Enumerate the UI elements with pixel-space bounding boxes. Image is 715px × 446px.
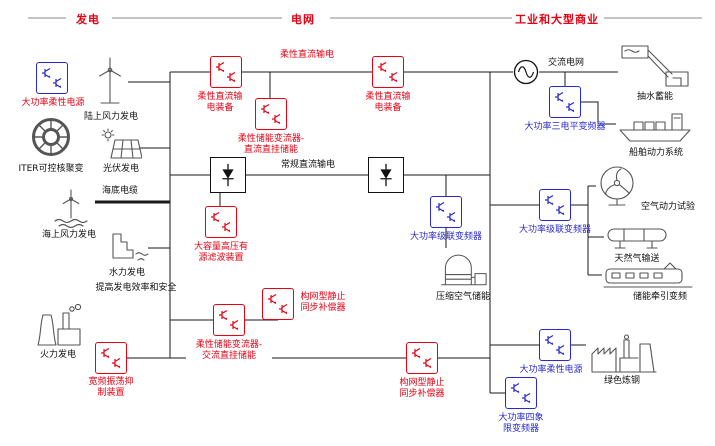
gas-pipeline-icon — [607, 228, 667, 249]
igbt-module-icon — [377, 61, 399, 83]
label-flexible-power-gen: 大功率柔性电源 — [21, 98, 85, 108]
label-cascade-converter-industry: 大功率级联变频器 — [518, 225, 591, 235]
train-icon — [603, 262, 693, 288]
igbt-module-icon — [554, 91, 576, 113]
igbt-module-icon — [435, 201, 457, 223]
label-onshore-wind: 陆上风力发电 — [83, 112, 138, 122]
offshore-wind-icon — [54, 189, 88, 228]
label-offshore-wind: 海上风力发电 — [41, 230, 96, 240]
steel-plant-icon — [591, 334, 657, 373]
igbt-module-icon — [218, 309, 240, 331]
pumped-storage-icon — [621, 45, 689, 87]
label-flexible-dc-line: 柔性直流输电 — [279, 50, 334, 60]
wind-turbine-icon — [99, 57, 121, 104]
compressed-air-icon — [441, 254, 487, 286]
flexible-power-module-industry — [539, 329, 571, 361]
label-thermal: 火力发电 — [39, 350, 76, 360]
ship-icon — [619, 113, 691, 142]
label-four-quadrant: 大功率四象 限变频器 — [498, 413, 544, 434]
label-oscillation-suppressor: 宽频振荡抑 制装置 — [88, 377, 134, 398]
igbt-module-icon — [544, 194, 566, 216]
thyristor-valve-left — [210, 157, 246, 193]
oscillation-suppressor-module — [95, 342, 127, 374]
thyristor-valve-icon — [221, 163, 235, 187]
igbt-module-icon — [210, 211, 232, 233]
section-label-industry: 工业和大型商业 — [515, 13, 599, 26]
igbt-module-icon — [215, 61, 237, 83]
label-aero-test: 空气动力试验 — [640, 202, 695, 212]
label-storage-converter-dc: 柔性储能变流器- 直流直挂储能 — [237, 134, 305, 155]
label-solar: 光伏发电 — [102, 164, 139, 174]
cascade-converter-module-grid — [430, 196, 462, 228]
label-flexible-dc-equipment-right: 柔性直流输 电装备 — [365, 92, 411, 113]
label-storage-converter-ac: 柔性储能变流器- 交流直挂储能 — [186, 340, 272, 362]
flexible-dc-module-right — [372, 56, 404, 88]
label-traction: 储能牵引变频 — [632, 292, 687, 302]
label-conventional-dc: 常规直流输电 — [280, 160, 335, 170]
label-ac-grid: 交流电网 — [544, 58, 588, 69]
label-statcom-upper: 构网型静止 同步补偿器 — [300, 292, 346, 313]
igbt-module-icon — [260, 103, 282, 125]
igbt-module-icon — [544, 334, 566, 356]
label-pumped-storage: 抽水蓄能 — [636, 92, 673, 102]
label-submarine-cable: 海底电缆 — [101, 186, 138, 196]
label-iter: ITER可控核聚变 — [18, 164, 84, 174]
thyristor-valve-right — [368, 157, 404, 193]
label-active-filter: 大容量高压有 源滤波装置 — [193, 242, 248, 263]
hydro-dam-icon — [112, 233, 149, 261]
active-filter-module — [205, 206, 237, 238]
flexible-power-module — [36, 62, 68, 94]
label-green-steel: 绿色炼钢 — [603, 376, 640, 386]
label-ship-power: 船舶动力系统 — [628, 148, 683, 158]
three-level-module — [549, 86, 581, 118]
storage-converter-ac-module — [213, 304, 245, 336]
label-statcom-lower: 构网型静止 同步补偿器 — [399, 378, 445, 399]
iter-tokamak-icon — [32, 118, 70, 156]
igbt-module-icon — [267, 293, 289, 315]
wind-tunnel-fan-icon — [600, 166, 634, 206]
thyristor-valve-icon — [379, 163, 393, 187]
label-cascade-converter-grid: 大功率级联变频器 — [409, 232, 482, 242]
label-flexible-dc-equipment-left: 柔性直流输 电装备 — [197, 92, 243, 113]
statcom-module-upper — [262, 288, 294, 320]
four-quadrant-module — [505, 377, 537, 409]
section-label-generation: 发电 — [76, 13, 100, 26]
label-compressed-air: 压缩空气储能 — [435, 292, 490, 302]
igbt-module-icon — [411, 347, 433, 369]
label-hydro: 水力发电 — [108, 268, 145, 278]
label-efficiency-note: 提高发电效率和安全 — [95, 283, 177, 293]
label-three-level: 大功率三电平变频器 — [524, 122, 606, 132]
solar-panel-icon — [101, 128, 142, 159]
statcom-module-lower — [406, 342, 438, 374]
label-flexible-power-industry: 大功率柔性电源 — [519, 365, 583, 375]
label-gas-transport: 天然气输送 — [614, 254, 660, 264]
thermal-plant-icon — [37, 303, 82, 346]
flexible-dc-module-left — [210, 56, 242, 88]
storage-converter-dc-module — [255, 98, 287, 130]
igbt-module-icon — [100, 347, 122, 369]
igbt-module-icon — [510, 382, 532, 404]
section-label-grid: 电网 — [291, 13, 315, 26]
cascade-converter-module-industry — [539, 189, 571, 221]
ac-grid-icon — [513, 59, 539, 85]
igbt-module-icon — [41, 67, 63, 89]
